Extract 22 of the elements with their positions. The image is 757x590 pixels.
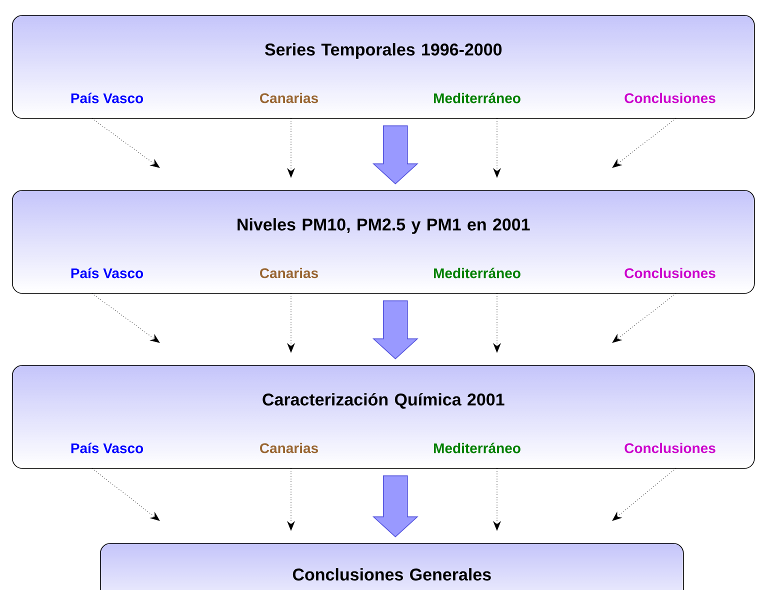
arrow <box>612 468 676 521</box>
section-label: Conclusiones <box>624 92 716 104</box>
arrow <box>612 293 676 343</box>
section-label: País Vasco <box>71 268 144 278</box>
section-label: Canarias <box>260 442 318 454</box>
block-arrow <box>372 475 418 538</box>
process-box: Conclusiones Generales <box>100 543 684 590</box>
section-label: Mediterráneo <box>434 442 520 454</box>
arrow <box>92 118 160 168</box>
section-label: País Vasco <box>71 442 144 454</box>
section-label: Mediterráneo <box>434 268 520 278</box>
section-label: Conclusiones <box>624 442 716 454</box>
section-label: Mediterráneo <box>434 92 520 104</box>
arrow <box>92 468 160 521</box>
section-label: País Vasco <box>71 92 144 104</box>
section-label: Canarias <box>260 92 318 104</box>
section-label: Conclusiones <box>624 268 716 278</box>
block-arrow <box>372 125 418 184</box>
block-arrow <box>372 300 418 360</box>
arrow <box>92 293 160 343</box>
section-label: Canarias <box>260 268 318 278</box>
arrow <box>612 118 676 168</box>
